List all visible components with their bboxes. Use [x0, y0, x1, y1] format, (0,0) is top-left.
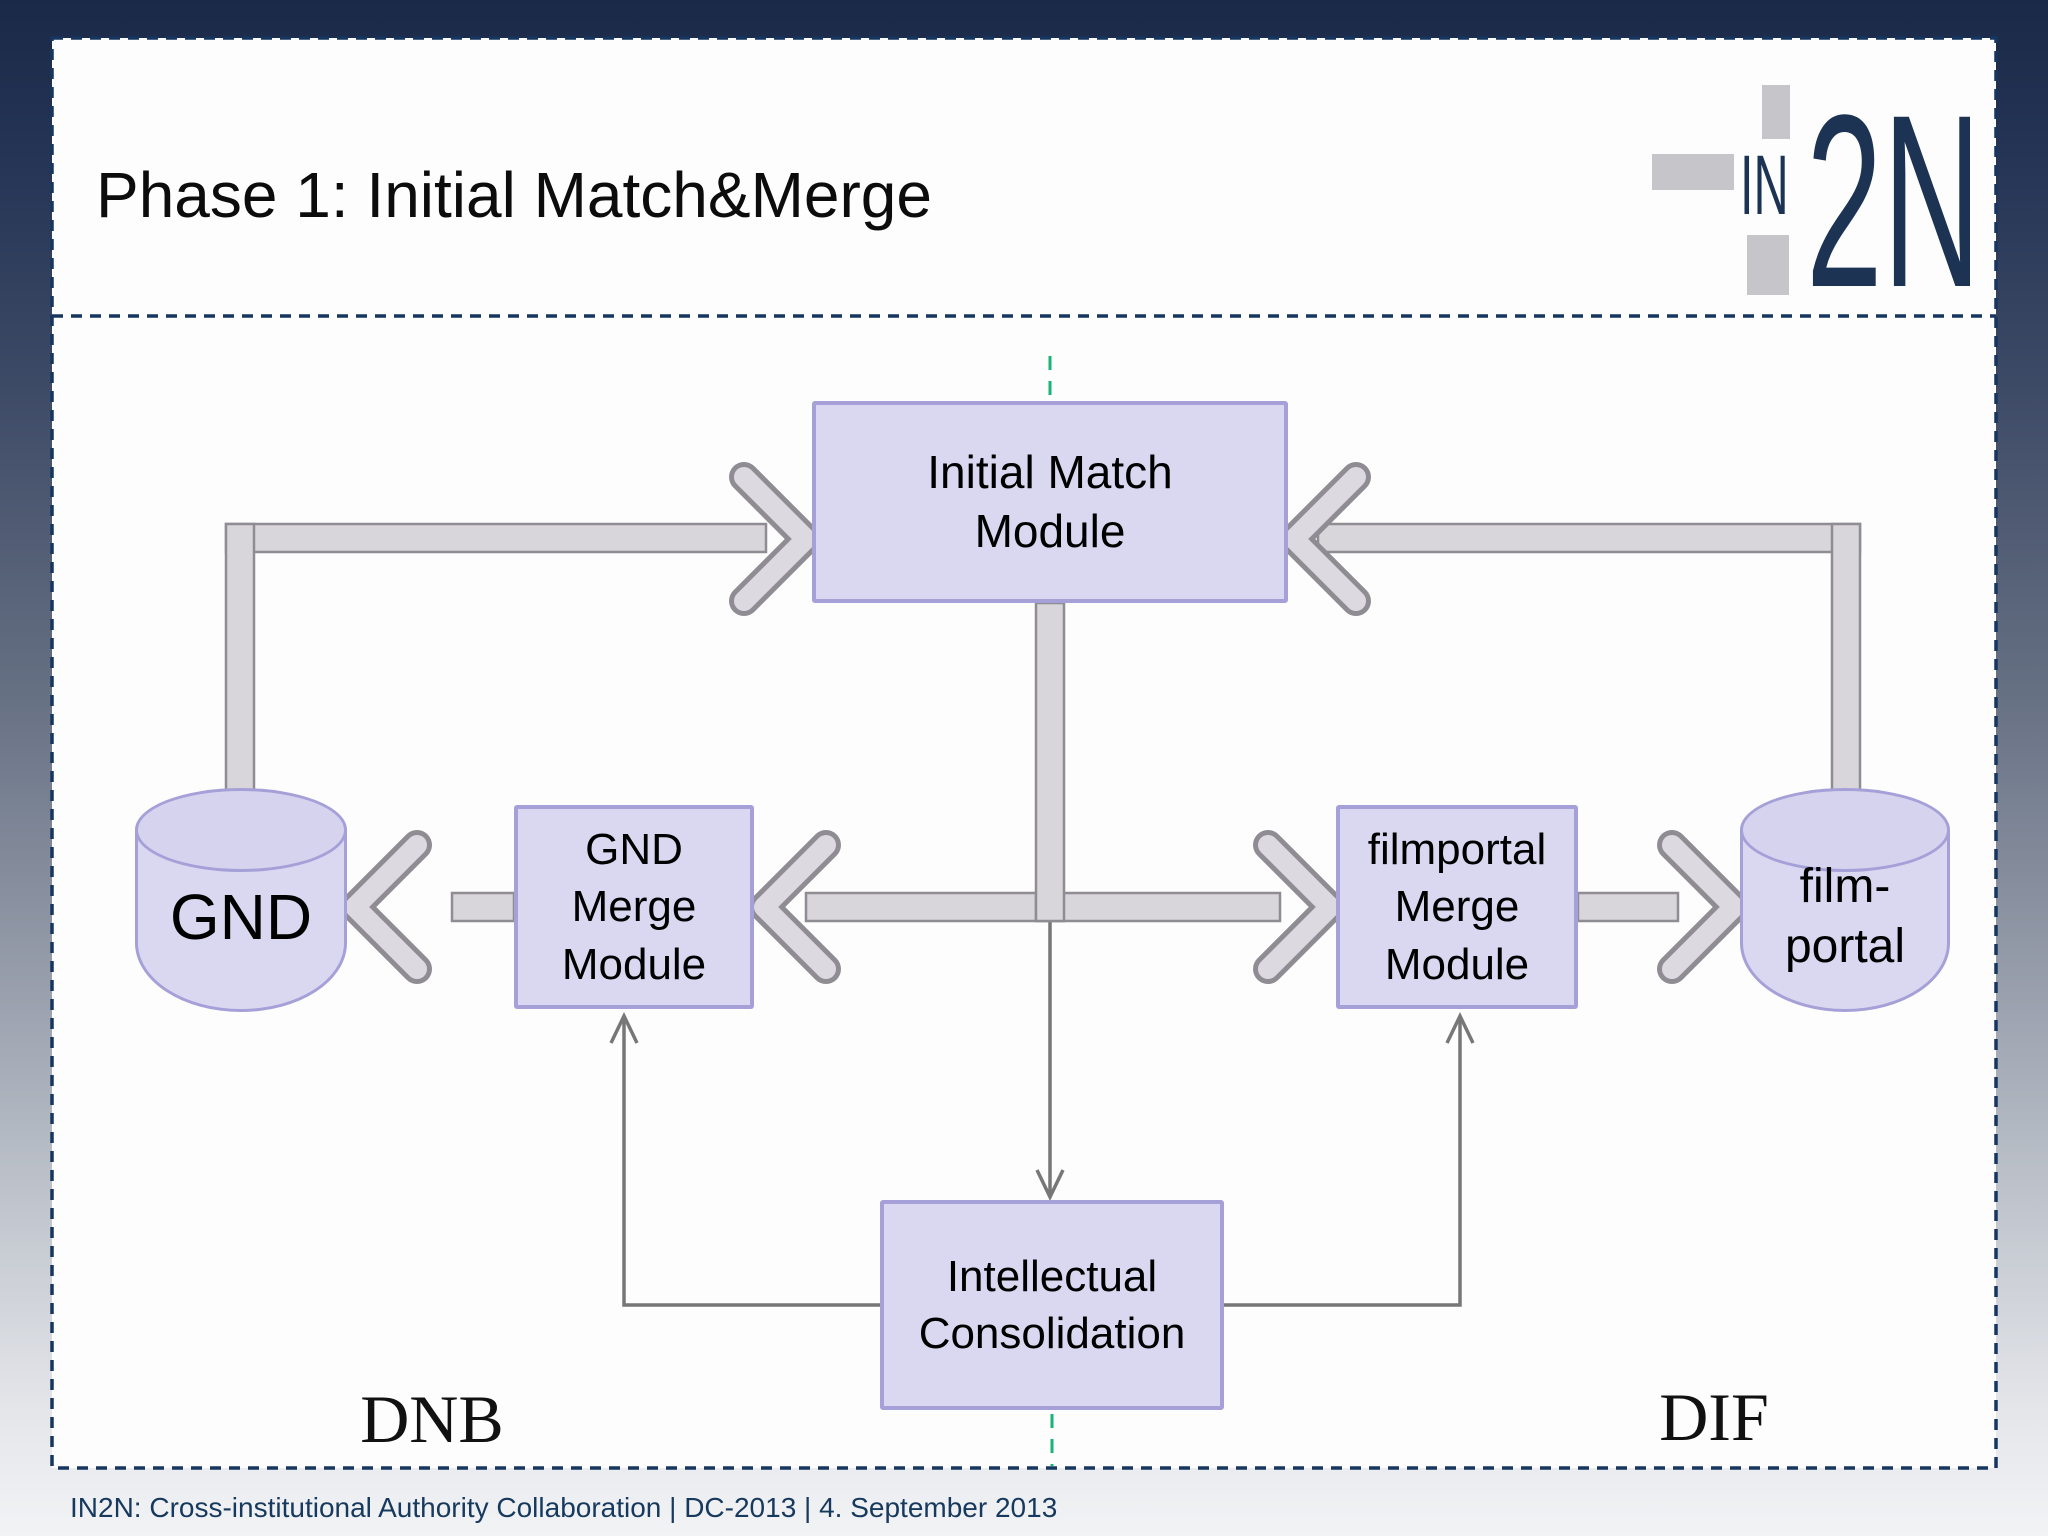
in2n-logo: IN 2N [1652, 75, 1970, 300]
bar-filmportal-to-match-riser [1830, 522, 1862, 796]
bar-gnd-to-match-horizontal [224, 522, 768, 554]
arrow-consolidation-to-gnd-merge-icon [609, 1011, 880, 1307]
bar-gnd-to-match-riser [224, 522, 256, 796]
logo-block-left-icon [1652, 154, 1734, 190]
arrowhead-into-initial-match-left-icon [729, 462, 821, 616]
arrowhead-into-initial-match-right-icon [1279, 462, 1371, 616]
arrowhead-into-gnd-merge-icon [749, 830, 841, 984]
arrowhead-into-filmportal-merge-icon [1253, 830, 1345, 984]
arrow-consolidation-to-filmportal-merge-icon [1224, 1011, 1475, 1307]
bar-gnd-merge-to-gnd [450, 891, 516, 923]
gnd-database-label: GND [169, 881, 313, 953]
arrow-initial-match-to-consolidation-icon [1035, 918, 1065, 1202]
logo-block-bottom-icon [1747, 235, 1789, 295]
bar-filmportal-merge-to-filmportal [1576, 891, 1680, 923]
arrowhead-into-filmportal-icon [1657, 830, 1749, 984]
region-label-dif: DIF [1659, 1379, 1769, 1455]
page-title: Phase 1: Initial Match&Merge [96, 159, 932, 231]
bar-match-down-center [1034, 601, 1066, 923]
box-filmportal-merge-module: filmportal Merge Module [1336, 805, 1578, 1009]
box-initial-match-module: Initial Match Module [812, 401, 1288, 603]
logo-text-in: IN [1740, 138, 1789, 232]
box-intellectual-consolidation: Intellectual Consolidation [880, 1200, 1224, 1410]
database-cylinder-filmportal: film- portal [1740, 788, 1950, 1012]
slide-dashed-border [50, 36, 1998, 1470]
cylinder-top-ellipse [135, 788, 347, 872]
box-gnd-merge-module: GND Merge Module [514, 805, 754, 1009]
bar-filmportal-to-match-horizontal [1316, 522, 1862, 554]
database-cylinder-gnd: GND [135, 788, 347, 1012]
footer-text: IN2N: Cross-institutional Authority Coll… [70, 1492, 1058, 1523]
region-label-dnb: DNB [360, 1381, 504, 1457]
bar-match-to-gnd-merge [804, 891, 1066, 923]
logo-text-2n: 2N [1806, 75, 1970, 300]
bar-match-to-filmportal-merge [1034, 891, 1282, 923]
filmportal-database-label: film- portal [1784, 860, 1906, 973]
cylinder-top-ellipse [1740, 788, 1950, 872]
arrowhead-into-gnd-icon [340, 830, 432, 984]
logo-block-top-icon [1762, 85, 1790, 139]
